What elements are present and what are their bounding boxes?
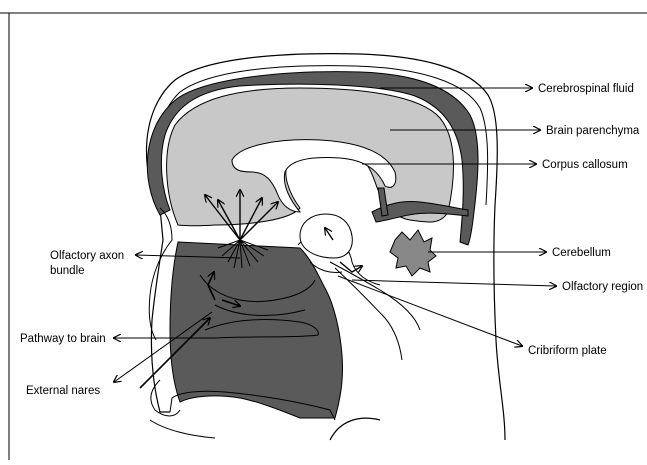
label-olfactory-axon-bundle-2: bundle — [50, 265, 85, 277]
label-external-nares: External nares — [26, 385, 100, 397]
label-corpus-callosum: Corpus callosum — [542, 159, 628, 171]
label-pathway-to-brain: Pathway to brain — [20, 333, 106, 345]
label-olfactory-axon-bundle-1: Olfactory axon — [50, 250, 124, 262]
label-olfactory-region: Olfactory region — [562, 281, 643, 293]
nose-outline — [149, 208, 172, 340]
label-cerebellum: Cerebellum — [552, 247, 611, 259]
label-cribriform-plate: Cribriform plate — [528, 345, 607, 357]
label-cerebrospinal-fluid: Cerebrospinal fluid — [538, 83, 634, 95]
olfactory-bulb-outline — [300, 214, 352, 258]
cerebellum-shape — [390, 230, 436, 276]
olfactory-region-lines — [330, 262, 420, 360]
label-brain-parenchyma: Brain parenchyma — [546, 125, 640, 137]
